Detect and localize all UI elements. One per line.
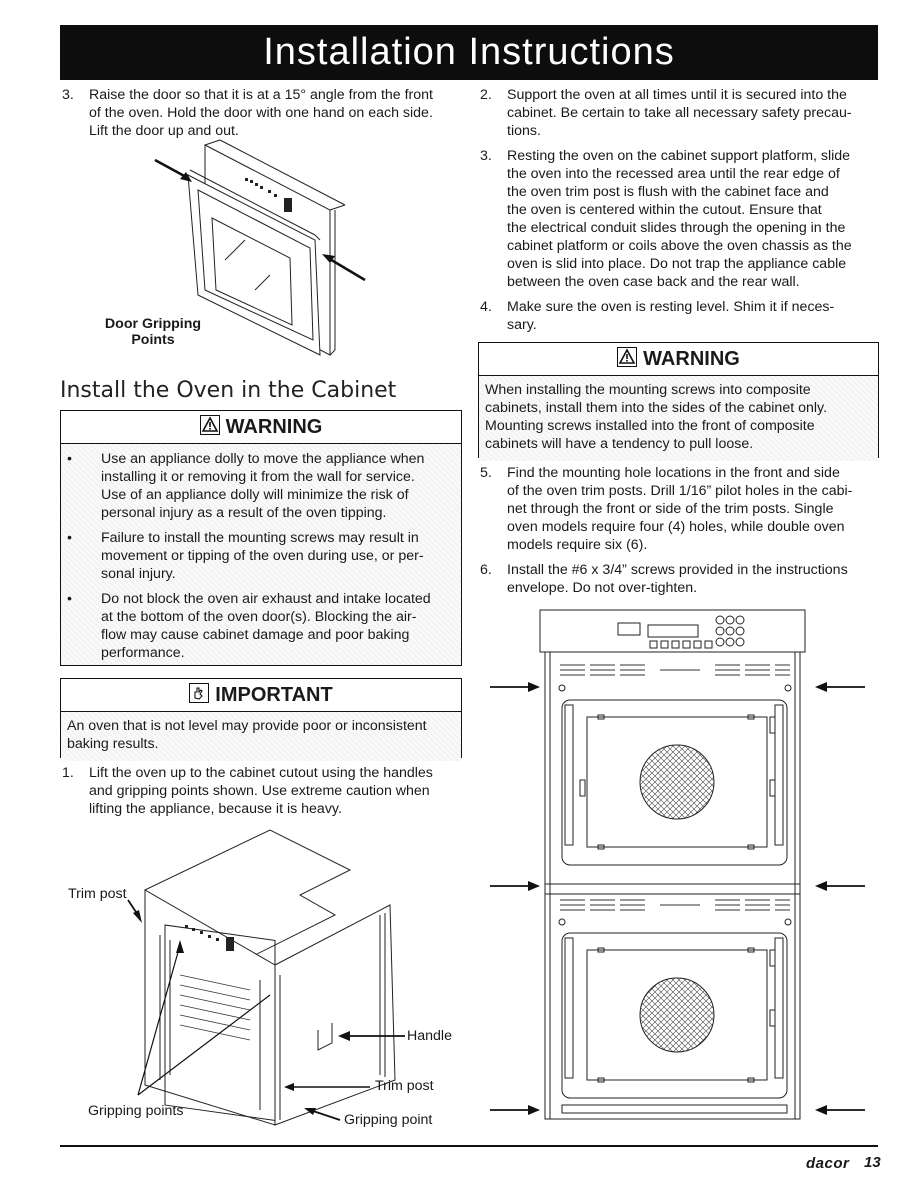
step-4-right: 4. Make sure the oven is resting level. … (480, 298, 880, 336)
step-line: cabinet. Be certain to take all necessar… (507, 105, 852, 121)
warning-bullet: • Failure to install the mounting screws… (61, 529, 459, 583)
step-number: 1. (62, 765, 74, 781)
step-number: 5. (480, 465, 492, 481)
important-box: IMPORTANT An oven that is not level may … (60, 678, 462, 761)
warning-title: WARNING (225, 416, 323, 438)
step-line: Lift the door up and out. (89, 123, 239, 139)
step-line: the electrical conduit slides through th… (507, 220, 846, 236)
step-number: 3. (480, 148, 492, 164)
caption-line: Points (131, 332, 175, 348)
step-line: of the oven. Hold the door with one hand… (89, 105, 433, 121)
warning-line: movement or tipping of the oven during u… (101, 548, 424, 564)
warning-bullet: • Do not block the oven air exhaust and … (61, 590, 459, 662)
step-line: oven is slid into place. Do not trap the… (507, 256, 847, 272)
double-oven-illustration (490, 609, 865, 1120)
step-number: 6. (480, 562, 492, 578)
step-line: Find the mounting hole locations in the … (507, 465, 840, 481)
label-gripping-point: Gripping point (344, 1112, 433, 1128)
label-trim-post-top: Trim post (68, 886, 127, 902)
warning-line: Use of an appliance dolly will minimize … (101, 487, 409, 503)
warning-bullet: • Use an appliance dolly to move the app… (61, 450, 459, 522)
step-line: Lift the oven up to the cabinet cutout u… (89, 765, 433, 781)
important-header: IMPORTANT (61, 679, 461, 712)
hand-note-icon (189, 683, 210, 703)
important-title: IMPORTANT (215, 684, 333, 706)
label-handle: Handle (407, 1028, 452, 1044)
warning-line: Do not block the oven air exhaust and in… (101, 591, 431, 607)
warning-line: installing it or removing it from the wa… (101, 469, 415, 485)
footer-rule (60, 1145, 878, 1147)
warning-box-right: WARNING When installing the mounting scr… (478, 342, 879, 461)
step-line: Support the oven at all times until it i… (507, 87, 847, 103)
warning-line: personal injury as a result of the oven … (101, 505, 387, 521)
warning-triangle-icon (199, 415, 220, 435)
warning-line: performance. (101, 645, 185, 661)
step-line: envelope. Do not over-tighten. (507, 580, 698, 596)
step-line: the oven trim post is flush with the cab… (507, 184, 829, 200)
warning-line: cabinets will have a tendency to pull lo… (485, 436, 754, 452)
brand-logo: dacor (806, 1155, 850, 1172)
door-caption: Door Gripping Points (102, 316, 204, 348)
step-2-right: 2. Support the oven at all times until i… (480, 86, 880, 142)
step-line: sary. (507, 317, 537, 333)
step-line: oven models require four (4) holes, whil… (507, 519, 845, 535)
page-number: 13 (864, 1154, 881, 1171)
warning-line: When installing the mounting screws into… (485, 382, 811, 398)
step-line: models require six (6). (507, 537, 648, 553)
warning-box: WARNING • Use an appliance dolly to move… (60, 410, 462, 666)
caption-line: Door Gripping (104, 316, 202, 332)
step-line: net through the front or side of the tri… (507, 501, 834, 517)
step-number: 2. (480, 87, 492, 103)
warning-line: at the bottom of the oven door(s). Block… (101, 609, 417, 625)
step-line: of the oven trim posts. Drill 1/16” pilo… (507, 483, 853, 499)
step-1-left: 1. Lift the oven up to the cabinet cutou… (62, 764, 472, 820)
warning-line: sonal injury. (101, 566, 176, 582)
step-line: Make sure the oven is resting level. Shi… (507, 299, 835, 315)
warning-line: flow may cause cabinet damage and poor b… (101, 627, 410, 643)
step-6-right: 6. Install the #6 x 3/4” screws provided… (480, 561, 880, 599)
oven-cabinet-illustration (127, 829, 405, 1126)
warning-line: cabinets, install them into the sides of… (485, 400, 828, 416)
warning-triangle-icon (617, 347, 638, 367)
door-removal-illustration (154, 139, 366, 356)
warning-line: Failure to install the mounting screws m… (101, 530, 419, 546)
step-line: between the oven case back and the rear … (507, 274, 800, 290)
step-line: lifting the appliance, because it is hea… (89, 801, 342, 817)
step-number: 3. (62, 87, 74, 103)
important-line: baking results. (67, 736, 159, 752)
step-line: tions. (507, 123, 541, 139)
step-line: Resting the oven on the cabinet support … (507, 148, 851, 164)
step-line: the oven is centered within the cutout. … (507, 202, 822, 218)
warning-line: Use an appliance dolly to move the appli… (101, 451, 425, 467)
warning-line: Mounting screws installed into the front… (485, 418, 815, 434)
label-gripping-points: Gripping points (88, 1103, 184, 1119)
step-line: Install the #6 x 3/4” screws provided in… (507, 562, 848, 578)
warning-header: WARNING (479, 343, 878, 376)
section-title: Install the Oven in the Cabinet (60, 378, 397, 403)
warning-title: WARNING (643, 348, 740, 370)
page-banner: Installation Instructions (60, 25, 878, 80)
warning-header: WARNING (61, 411, 461, 444)
important-line: An oven that is not level may provide po… (67, 718, 427, 734)
step-line: Raise the door so that it is at a 15° an… (89, 87, 433, 103)
step-5-right: 5. Find the mounting hole locations in t… (480, 464, 880, 556)
label-trim-post-bottom: Trim post (375, 1078, 434, 1094)
step-line: and gripping points shown. Use extreme c… (89, 783, 430, 799)
step-line: cabinet platform or coils above the oven… (507, 238, 852, 254)
step-line: the oven into the recessed area until th… (507, 166, 840, 182)
step-number: 4. (480, 299, 492, 315)
step-3-right: 3. Resting the oven on the cabinet suppo… (480, 147, 880, 293)
step-3-left: 3. Raise the door so that it is at a 15°… (62, 86, 472, 142)
